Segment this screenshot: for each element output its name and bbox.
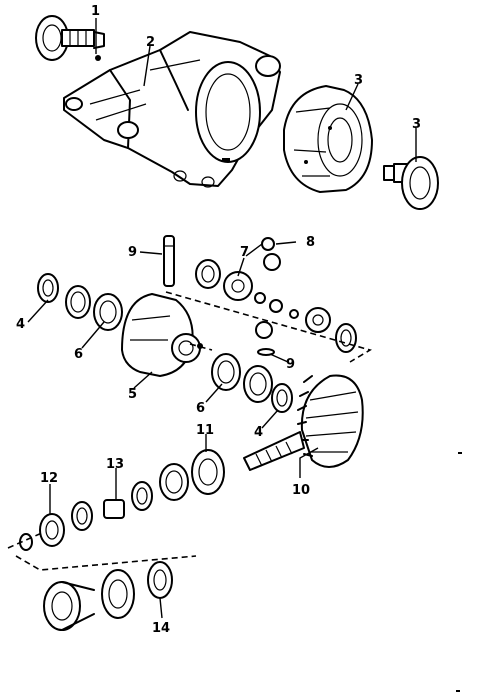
part-pinion-bearings — [19, 449, 225, 551]
callout-6-left: 6 — [74, 347, 83, 362]
dashed-group-bracket — [165, 291, 372, 363]
callout-4-left: 4 — [16, 317, 25, 332]
callout-14: 14 — [152, 621, 170, 636]
part-bearing-center — [195, 259, 293, 413]
part-diff-case — [121, 293, 203, 377]
callout-12: 12 — [40, 471, 58, 486]
callout-4-center: 4 — [254, 425, 263, 440]
part-rear-cover — [283, 85, 373, 193]
callout-3-right: 3 — [412, 117, 421, 132]
part-axle-housing — [63, 31, 281, 188]
part-ring-and-pinion — [243, 374, 364, 471]
part-pin — [163, 235, 175, 287]
callout-9-bottom: 9 — [286, 357, 295, 372]
scan-speck — [456, 690, 460, 692]
part-bottom-bearings — [43, 561, 173, 631]
part-pinion-flange-right — [383, 156, 439, 210]
callout-5: 5 — [128, 387, 137, 402]
callout-9-top: 9 — [128, 245, 137, 260]
callout-7: 7 — [240, 245, 249, 260]
part-side-gears — [223, 237, 357, 356]
scan-speck — [458, 452, 462, 454]
callout-8: 8 — [306, 235, 315, 250]
dashed-group-bracket-lower — [7, 531, 197, 571]
callout-3-top-left: 1 — [91, 4, 100, 19]
dashed-link — [189, 343, 213, 351]
part-pinion-flange-left — [35, 15, 105, 61]
callout-1: 2 — [146, 35, 155, 50]
part-bearing-left — [37, 273, 123, 331]
callout-10: 10 — [292, 483, 310, 498]
callout-2: 3 — [354, 73, 363, 88]
callout-13: 13 — [106, 457, 124, 472]
leader-lines — [27, 18, 417, 619]
callout-11: 11 — [196, 423, 214, 438]
callout-6-center: 6 — [196, 401, 205, 416]
